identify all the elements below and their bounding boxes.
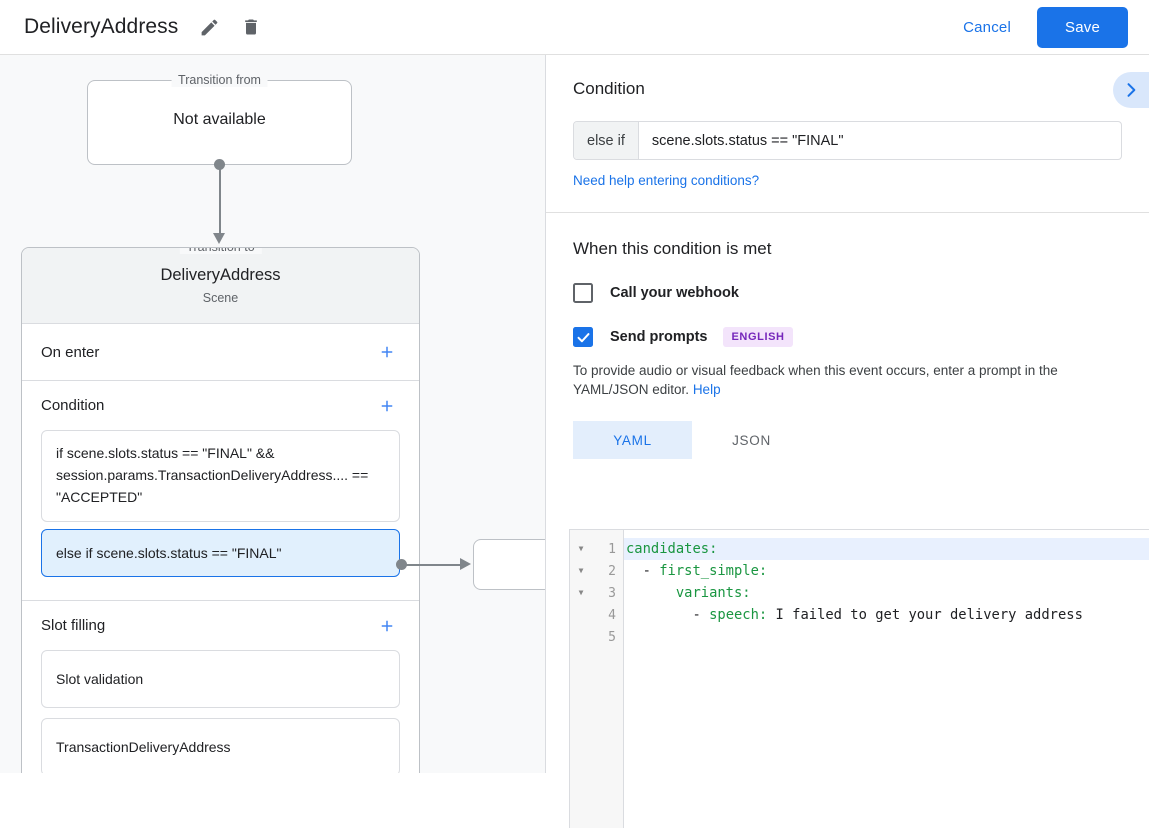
section-header: On enter — [41, 324, 400, 380]
tab-yaml[interactable]: YAML — [573, 421, 692, 459]
scene-name: DeliveryAddress — [160, 266, 281, 284]
transition-target-node[interactable] — [473, 539, 545, 590]
condition-input-row: else if — [573, 121, 1122, 160]
line-number: 1 — [608, 541, 616, 557]
code-indent: - — [626, 563, 660, 579]
fold-triangle-icon[interactable]: ▼ — [578, 544, 584, 553]
connector-line-vertical — [219, 165, 221, 237]
connector-line-horizontal — [404, 564, 462, 566]
cancel-button[interactable]: Cancel — [949, 10, 1025, 45]
gutter-row: 5 — [570, 626, 623, 648]
section-title-condition: Condition — [41, 397, 105, 414]
condition-prefix: else if — [574, 122, 639, 159]
send-prompts-checkbox[interactable] — [573, 327, 593, 347]
code-line: - first_simple: — [624, 560, 1149, 582]
code-line: - speech: I failed to get your delivery … — [624, 604, 1149, 626]
code-punct: : — [758, 607, 768, 623]
gutter-row: ▼1 — [570, 538, 623, 560]
slot-chip-transaction-delivery-address[interactable]: TransactionDeliveryAddress — [41, 718, 400, 773]
body-wrapper: Transition from Not available Transition… — [0, 55, 1149, 828]
condition-chip-if[interactable]: if scene.slots.status == "FINAL" && sess… — [41, 430, 400, 522]
code-line — [624, 626, 1149, 648]
webhook-row: Call your webhook — [573, 283, 1122, 303]
tab-json[interactable]: JSON — [732, 432, 771, 448]
connector-arrow-right — [460, 558, 471, 570]
code-key: candidates — [626, 541, 710, 557]
connector-dot-from — [214, 159, 225, 170]
fold-triangle-icon[interactable]: ▼ — [578, 566, 584, 575]
call-your-webhook-checkbox[interactable] — [573, 283, 593, 303]
code-key: first_simple — [659, 563, 759, 579]
transition-to-legend: Transition to — [179, 248, 262, 254]
connector-arrow-down — [213, 233, 225, 244]
condition-heading: Condition — [573, 79, 645, 98]
language-badge: ENGLISH — [723, 327, 793, 347]
code-key: variants — [675, 585, 743, 601]
editor-format-tabs: YAML JSON — [573, 421, 1122, 459]
code-key: speech — [709, 607, 759, 623]
fold-triangle-icon[interactable]: ▼ — [578, 588, 584, 597]
condition-editor-section: Condition else if Need help entering con… — [546, 55, 1149, 213]
prompts-helper-text: To provide audio or visual feedback when… — [573, 361, 1122, 399]
code-punct: : — [758, 563, 768, 579]
when-condition-met-section: When this condition is met Call your web… — [546, 213, 1149, 459]
code-punct: : — [709, 541, 718, 557]
transition-from-node[interactable]: Transition from Not available — [87, 73, 352, 165]
scene-card-header[interactable]: DeliveryAddress Scene — [22, 248, 419, 324]
transition-from-title: Not available — [173, 111, 266, 128]
editor-code-area[interactable]: candidates: - first_simple: variants: - … — [624, 530, 1149, 828]
section-title-on-enter: On enter — [41, 343, 100, 361]
send-prompts-row: Send prompts ENGLISH — [573, 327, 1122, 347]
trash-icon[interactable] — [234, 10, 268, 44]
app-header: DeliveryAddress Cancel Save — [0, 0, 1149, 55]
send-prompts-label: Send prompts — [610, 329, 708, 345]
line-number: 4 — [608, 607, 616, 623]
when-condition-met-heading: When this condition is met — [573, 239, 772, 258]
chevron-right-icon[interactable] — [1113, 72, 1149, 108]
code-indent — [626, 585, 676, 601]
code-line: variants: — [624, 582, 1149, 604]
condition-chip-else-if[interactable]: else if scene.slots.status == "FINAL" — [41, 529, 400, 577]
pencil-icon[interactable] — [192, 10, 226, 44]
gutter-row: ▼2 — [570, 560, 623, 582]
plus-icon-on-enter[interactable] — [374, 339, 400, 365]
section-title-slot-filling: Slot filling — [41, 617, 106, 634]
prompts-help-link[interactable]: Help — [692, 382, 721, 397]
call-your-webhook-label: Call your webhook — [610, 285, 739, 301]
page-title: DeliveryAddress — [24, 15, 179, 38]
connector-dot-condition — [396, 559, 407, 570]
transition-graph-pane: Transition from Not available Transition… — [0, 55, 546, 773]
scene-type: Scene — [202, 291, 239, 305]
prompts-helper-sentence: To provide audio or visual feedback when… — [573, 363, 1058, 397]
plus-icon-condition[interactable] — [374, 393, 400, 419]
line-number: 5 — [608, 629, 616, 645]
code-punct: : — [742, 585, 751, 601]
slot-chip-validation[interactable]: Slot validation — [41, 650, 400, 708]
section-condition: Condition if scene.slots.status == "FINA… — [22, 381, 419, 601]
save-button[interactable]: Save — [1037, 6, 1128, 48]
section-on-enter: On enter — [22, 324, 419, 381]
gutter-row: 4 — [570, 604, 623, 626]
code-line: candidates: — [624, 538, 1149, 560]
condition-expression-input[interactable] — [638, 122, 1121, 159]
plus-icon-slot-filling[interactable] — [374, 613, 400, 639]
code-indent: - — [626, 607, 710, 623]
section-slot-filling: Slot filling Slot validation Transaction… — [22, 601, 419, 773]
section-header: Condition — [41, 381, 400, 430]
condition-help-link[interactable]: Need help entering conditions? — [573, 173, 760, 188]
section-header: Slot filling — [41, 601, 400, 650]
line-number: 2 — [608, 563, 616, 579]
gutter-row: ▼3 — [570, 582, 623, 604]
transition-to-node: Transition to DeliveryAddress Scene On e… — [21, 247, 420, 773]
code-value: I failed to get your delivery address — [767, 607, 1083, 623]
transition-from-legend: Transition from — [171, 73, 268, 87]
line-number: 3 — [608, 585, 616, 601]
